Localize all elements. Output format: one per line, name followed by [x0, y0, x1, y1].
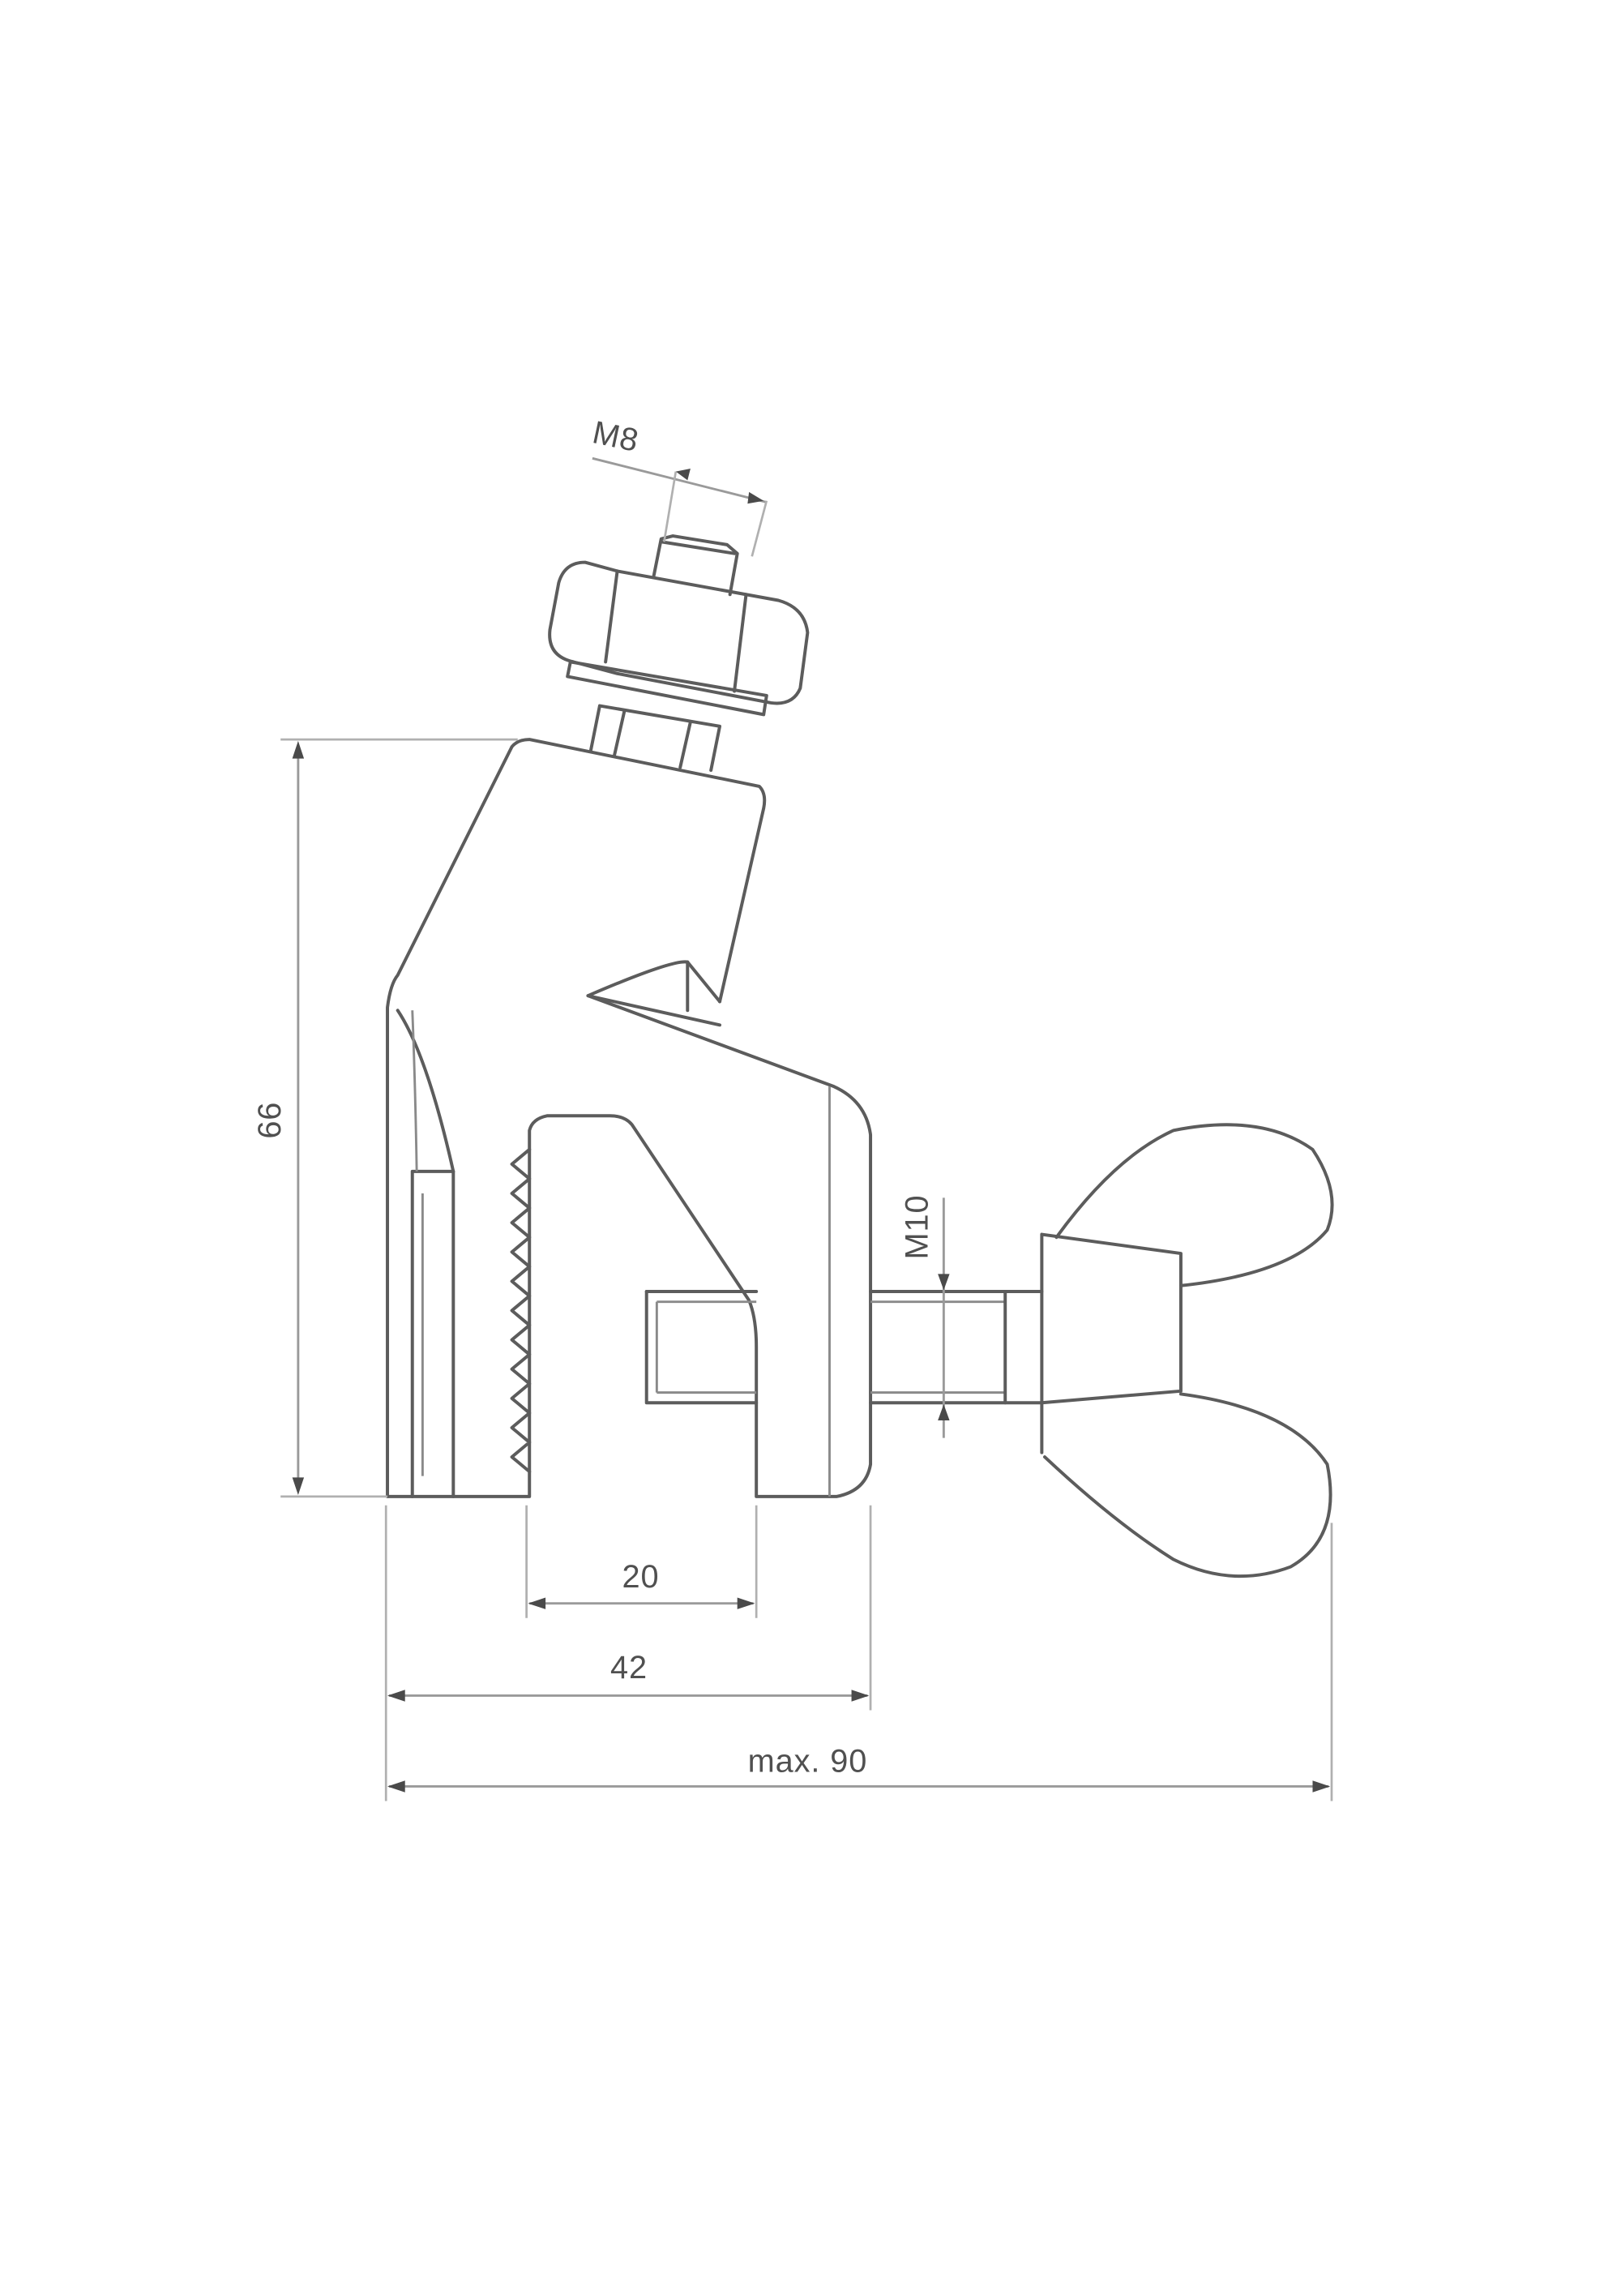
- m10-wing-screw: [644, 1123, 1334, 1578]
- dimension-overall-width: max. 90: [387, 1523, 1333, 1801]
- dimension-42-label: 42: [610, 1650, 648, 1686]
- dimension-20-label: 20: [622, 1559, 659, 1595]
- dimension-m10-label: M10: [899, 1195, 935, 1260]
- dimension-m8-label: M8: [589, 414, 642, 459]
- dimension-max90-label: max. 90: [748, 1743, 868, 1779]
- clamp-body: [386, 738, 873, 1498]
- dimension-height: 66: [252, 738, 518, 1498]
- m8-stud-nut-assembly: [548, 534, 810, 773]
- dimension-jaw-opening: 20: [525, 1505, 758, 1618]
- dimension-thread-m10: M10: [899, 1195, 950, 1438]
- dimension-body-width: 42: [384, 1505, 872, 1801]
- dimension-66-label: 66: [252, 1102, 288, 1139]
